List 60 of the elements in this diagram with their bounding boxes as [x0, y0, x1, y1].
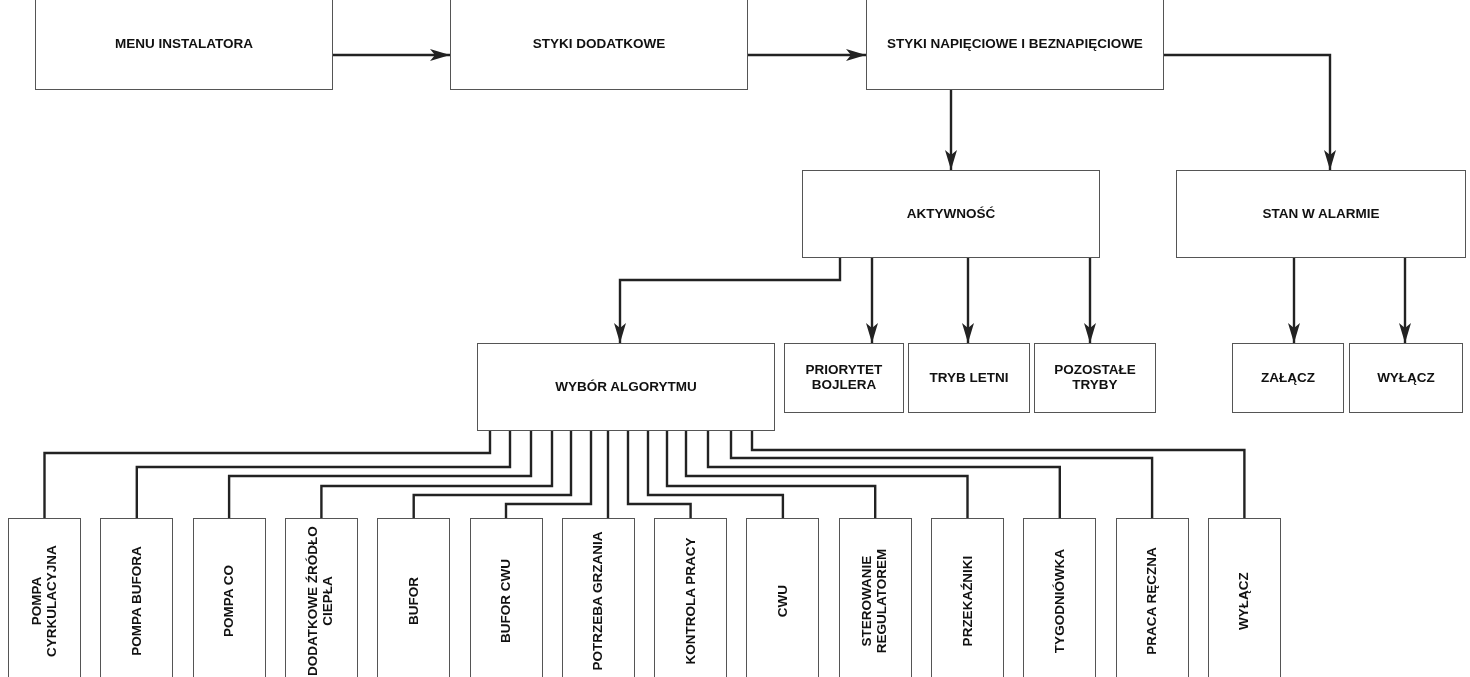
process-box: [838, 518, 912, 677]
box-label: STAN W ALARMIE: [1262, 206, 1380, 222]
box-label: WYŁĄCZ: [1377, 370, 1435, 386]
process-box: [469, 518, 543, 677]
box-label: BUFOR CWU: [498, 557, 514, 645]
box-label: STYKI DODATKOWE: [532, 36, 666, 52]
box-label: POMPA CO: [221, 563, 237, 639]
connector-arrow: [614, 258, 842, 343]
process-box: [561, 518, 635, 677]
process-box: [802, 170, 1100, 258]
process-box: [1023, 518, 1097, 677]
box-label: TRYB LETNI: [929, 370, 1009, 386]
process-box: [866, 0, 1164, 90]
connector-arrow: [1288, 258, 1300, 343]
process-box: [35, 0, 333, 90]
process-box: [477, 343, 775, 431]
box-label: PRIORYTET BOJLERA: [804, 363, 884, 393]
box-label: MENU INSTALATORA: [115, 36, 253, 52]
connector-arrow: [333, 49, 450, 61]
process-box: [450, 0, 748, 90]
process-box: [1176, 170, 1466, 258]
box-label: PRACA RĘCZNA: [1144, 545, 1160, 657]
process-box: [377, 518, 451, 677]
process-box: [1232, 343, 1344, 413]
box-label: POTRZEBA GRZANIA: [590, 530, 606, 672]
process-box: [1034, 343, 1156, 413]
process-box: [1115, 518, 1189, 677]
box-label: POZOSTAŁE TRYBY: [1053, 363, 1137, 393]
box-label: CWU: [775, 583, 791, 619]
box-label: ZAŁĄCZ: [1261, 370, 1315, 386]
connector-arrow: [748, 49, 866, 61]
box-label: KONTROLA PRACY: [683, 536, 698, 666]
process-box: [1207, 518, 1281, 677]
box-label: POMPA CYRKULACYJNA: [29, 543, 60, 659]
connector-arrow: [962, 258, 974, 343]
box-label: AKTYWNOŚĆ: [906, 206, 996, 222]
box-label: STYKI NAPIĘCIOWE I BEZNAPIĘCIOWE: [887, 36, 1143, 52]
process-box: [192, 518, 266, 677]
box-label: DODATKOWE ŹRÓDŁO CIEPŁA: [306, 525, 337, 676]
connector-arrow: [1399, 258, 1411, 343]
connector-arrow: [1164, 53, 1336, 170]
process-box: [908, 343, 1030, 413]
process-box: [784, 343, 904, 413]
box-label: BUFOR: [406, 575, 422, 627]
process-box: [284, 518, 358, 677]
box-label: POMPA BUFORA: [129, 544, 145, 658]
process-box: [8, 518, 81, 677]
process-box: [1349, 343, 1463, 413]
connector-arrow: [1084, 258, 1096, 343]
box-label: WYŁĄCZ: [1236, 570, 1252, 632]
box-label: TYGODNIÓWKA: [1052, 547, 1068, 655]
box-label: PRZEKAŹNIKI: [960, 554, 975, 648]
box-label: STEROWANIE REGULATOREM: [860, 547, 891, 655]
process-box: [654, 518, 728, 677]
process-box: [931, 518, 1004, 677]
connector-arrow: [866, 258, 878, 343]
process-box: [746, 518, 820, 677]
connector-arrow: [945, 90, 957, 170]
box-label: WYBÓR ALGORYTMU: [555, 379, 697, 395]
process-box: [100, 518, 174, 677]
